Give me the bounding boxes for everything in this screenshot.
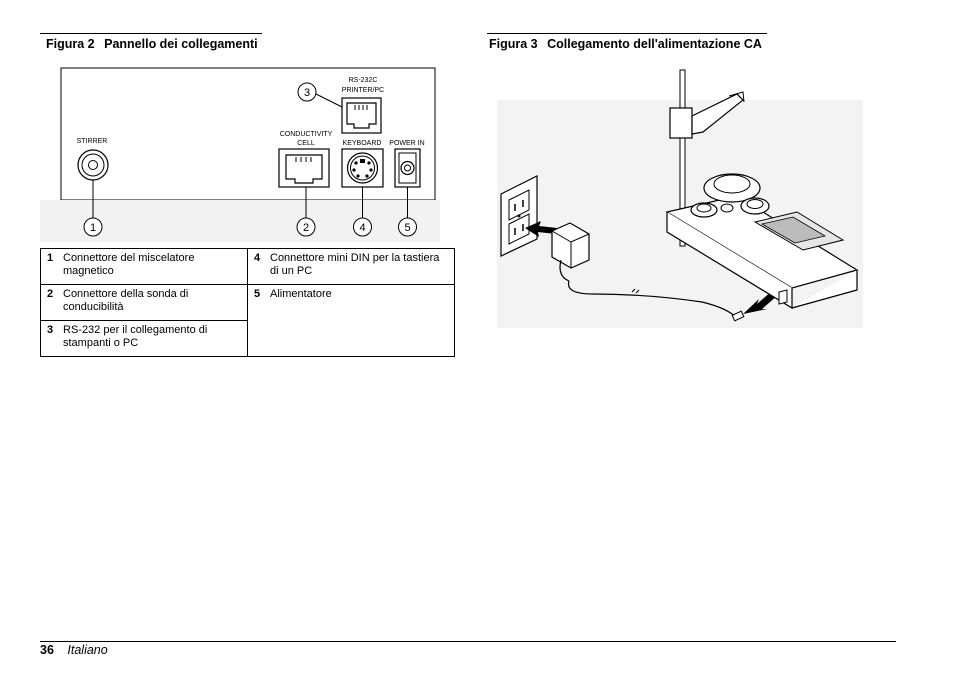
callout-4: 4 bbox=[353, 217, 372, 237]
electrode-stand-icon bbox=[669, 69, 745, 247]
connection-panel-figure: STIRRER CONDUCTIVITY CELL RS-232C PRINTE… bbox=[40, 67, 440, 242]
legend-number: 5 bbox=[254, 288, 261, 300]
legend-row: 2 Connettore della sonda di conducibilit… bbox=[40, 284, 455, 357]
conductivity-meter-icon bbox=[665, 173, 859, 310]
stirrer-connector-icon bbox=[77, 149, 109, 181]
conductivity-jack-icon bbox=[278, 148, 330, 188]
legend-text: Alimentatore bbox=[270, 288, 332, 300]
page-number: 36 bbox=[40, 643, 54, 657]
legend-text: Connettore del miscelatore magnetico bbox=[63, 252, 195, 277]
callout-2-label: 2 bbox=[303, 222, 309, 234]
legend-text: RS-232 per il collegamento di stampanti … bbox=[63, 324, 208, 349]
rs232-label-2: PRINTER/PC bbox=[342, 87, 384, 94]
callout-1: 1 bbox=[83, 217, 103, 237]
legend-cell: 2 Connettore della sonda di conducibilit… bbox=[40, 284, 248, 321]
power-in-jack-icon bbox=[394, 148, 421, 188]
panel-backdrop bbox=[40, 200, 440, 242]
rs232-jack-icon bbox=[341, 97, 382, 134]
figure2-caption: Figura 2 Pannello dei collegamenti bbox=[46, 37, 258, 51]
legend-cell: 1 Connettore del miscelatore magnetico bbox=[40, 248, 248, 285]
legend-number: 2 bbox=[47, 288, 54, 300]
legend-cell: 5 Alimentatore bbox=[247, 284, 455, 357]
legend-number: 1 bbox=[47, 252, 54, 264]
callout-3-label: 3 bbox=[304, 87, 310, 99]
callout-1-label: 1 bbox=[90, 222, 96, 234]
legend-number: 4 bbox=[254, 252, 261, 264]
figure2-title: Pannello dei collegamenti bbox=[104, 37, 258, 51]
legend-cell: 3 RS-232 per il collegamento di stampant… bbox=[40, 320, 248, 357]
connection-legend-table: 1 Connettore del miscelatore magnetico 4… bbox=[40, 248, 455, 357]
callout-3: 3 bbox=[297, 82, 317, 102]
stirrer-label: STIRRER bbox=[77, 138, 108, 145]
rs232-label-1: RS-232C bbox=[349, 77, 378, 84]
conductivity-label-1: CONDUCTIVITY bbox=[280, 131, 333, 138]
wall-outlet-icon bbox=[500, 175, 538, 257]
legend-number: 3 bbox=[47, 324, 54, 336]
power-cable bbox=[567, 280, 738, 319]
callout-2: 2 bbox=[296, 217, 316, 237]
figure2-top-rule bbox=[40, 33, 262, 34]
figure3-caption: Figura 3 Collegamento dell'alimentazione… bbox=[489, 37, 762, 51]
legend-row: 3 RS-232 per il collegamento di stampant… bbox=[40, 320, 455, 357]
callout-5: 5 bbox=[398, 217, 417, 237]
legend-text: Connettore della sonda di conducibilità bbox=[63, 288, 189, 313]
arrow-to-outlet-icon bbox=[525, 221, 557, 237]
legend-text: Connettore mini DIN per la tastiera di u… bbox=[270, 252, 440, 277]
keyboard-din-icon bbox=[341, 148, 384, 188]
figure3-title: Collegamento dell'alimentazione CA bbox=[547, 37, 762, 51]
figure3-top-rule bbox=[487, 33, 767, 34]
legend-cell: 4 Connettore mini DIN per la tastiera di… bbox=[247, 248, 455, 285]
ac-adapter-icon bbox=[551, 222, 590, 282]
barrel-plug-icon bbox=[731, 310, 745, 322]
callout-5-label: 5 bbox=[404, 222, 410, 234]
footer-rule bbox=[40, 641, 896, 642]
arrow-to-meter-icon bbox=[743, 290, 778, 314]
ac-power-connection-figure bbox=[497, 69, 863, 328]
legend-row: 1 Connettore del miscelatore magnetico 4… bbox=[40, 248, 455, 285]
keyboard-label: KEYBOARD bbox=[343, 140, 382, 147]
power-in-label: POWER IN bbox=[389, 140, 424, 147]
figure2-number: Figura 2 bbox=[46, 37, 95, 51]
page-footer: 36 Italiano bbox=[40, 643, 108, 657]
conductivity-label-2: CELL bbox=[297, 140, 315, 147]
footer-language: Italiano bbox=[67, 643, 108, 657]
figure3-number: Figura 3 bbox=[489, 37, 538, 51]
callout-4-label: 4 bbox=[359, 222, 365, 234]
